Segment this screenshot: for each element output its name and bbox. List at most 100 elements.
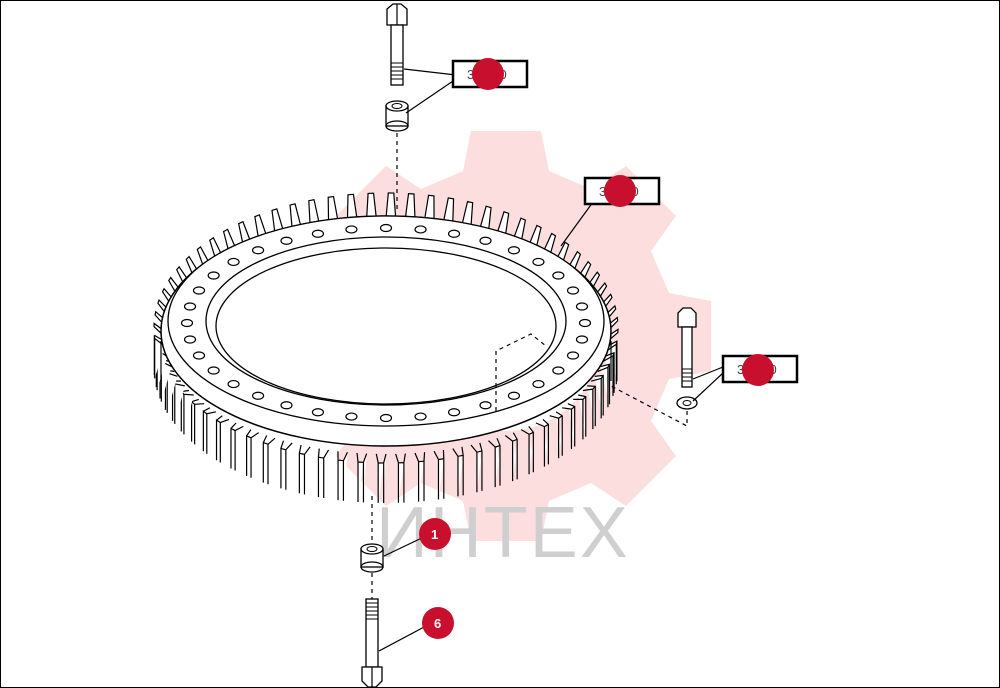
callout-dot-item-1 xyxy=(419,518,451,550)
gear-tooth xyxy=(404,193,416,220)
gear-tooth xyxy=(597,363,611,408)
bolt-hole xyxy=(575,302,589,311)
bottom-spacer xyxy=(360,543,384,573)
bolt-hole xyxy=(379,223,393,233)
bolt-hole xyxy=(280,401,293,410)
gear-tooth xyxy=(308,198,320,226)
gear-tooth xyxy=(549,411,563,459)
bolt-hole xyxy=(251,391,265,400)
bolt-hole xyxy=(479,236,492,245)
bolt-hole xyxy=(566,286,580,295)
bolt-hole xyxy=(192,286,206,295)
bolt-hole xyxy=(578,318,592,328)
gear-tooth xyxy=(504,432,518,482)
gear-tooth xyxy=(385,192,397,219)
bolt-hole xyxy=(507,246,521,255)
right-bolt xyxy=(676,307,698,410)
gear-tooth xyxy=(346,193,358,220)
gear-tooth xyxy=(215,415,230,463)
callout-dot xyxy=(604,175,636,207)
gear-tooth xyxy=(202,407,217,454)
bolt-hole xyxy=(507,391,521,400)
gear-tooth xyxy=(488,437,501,488)
gear-tooth xyxy=(337,451,348,501)
callout-dot-item-6 xyxy=(422,607,454,639)
callout-dot xyxy=(472,58,504,90)
leader-line xyxy=(692,372,724,402)
bolt-hole xyxy=(227,257,240,267)
gear-tooth xyxy=(366,192,377,219)
gear-tooth xyxy=(230,422,244,471)
gear-tooth xyxy=(470,442,483,493)
bolt-hole xyxy=(311,408,325,417)
top-bolt xyxy=(386,3,408,86)
gear-tooth xyxy=(271,208,285,234)
watermark-text: ИНТЕХ xyxy=(376,493,630,573)
gear-tooth xyxy=(375,453,387,503)
right-centerline xyxy=(610,385,688,427)
gear-tooth xyxy=(461,200,474,228)
bottom-bolt xyxy=(361,598,383,687)
gear-tooth xyxy=(535,418,549,467)
gear-tooth xyxy=(190,398,205,445)
gear-tooth xyxy=(573,394,587,440)
bolt-hole xyxy=(227,379,240,389)
bolt-hole xyxy=(207,271,220,280)
gear-tooth xyxy=(590,374,604,419)
bolt-hole xyxy=(532,257,545,267)
bolt-hole xyxy=(345,412,358,421)
bolt-hole xyxy=(532,379,545,389)
callout-dot xyxy=(742,354,774,386)
gear-tooth xyxy=(262,435,276,485)
bolt-hole xyxy=(414,225,427,234)
top-spacer xyxy=(385,100,409,132)
bolt-hole xyxy=(447,408,461,417)
bolt-hole xyxy=(552,366,565,375)
gear-tooth xyxy=(289,203,302,230)
bolt-hole xyxy=(566,351,580,360)
gear-tooth xyxy=(280,440,293,490)
bolt-hole xyxy=(192,351,206,360)
leader-line xyxy=(378,625,427,652)
gear-tooth xyxy=(562,403,576,450)
gear-tooth xyxy=(317,448,330,499)
gear-tooth xyxy=(246,429,260,478)
item-number-6: 6 xyxy=(434,616,441,631)
gear-tooth xyxy=(395,453,406,503)
bolt-hole xyxy=(207,366,220,375)
bolt-hole xyxy=(311,229,325,238)
gear-tooth xyxy=(496,210,510,237)
item-number-1: 1 xyxy=(431,527,438,542)
bolt-hole xyxy=(180,318,194,328)
bolt-hole xyxy=(345,225,358,234)
bolt-hole xyxy=(379,413,393,423)
bolt-hole xyxy=(251,246,265,255)
gear-tooth xyxy=(414,452,426,502)
bolt-hole xyxy=(552,271,565,280)
gear-tooth xyxy=(452,446,464,497)
gear-tooth xyxy=(479,205,492,232)
gear-tooth xyxy=(582,385,596,430)
gear-tooth xyxy=(254,214,268,240)
slewing-ring-gear xyxy=(153,192,619,503)
bolt-hole xyxy=(447,229,461,238)
gear-tooth xyxy=(423,194,435,221)
gear-tooth xyxy=(327,195,339,223)
gear-tooth xyxy=(356,452,368,503)
bolt-hole xyxy=(183,335,197,344)
bolt-hole xyxy=(479,401,492,410)
gear-tooth xyxy=(433,449,445,500)
bolt-hole xyxy=(414,412,427,421)
gear-tooth xyxy=(298,444,311,495)
gear-tooth xyxy=(520,426,534,475)
leader-line xyxy=(405,78,457,114)
bolt-hole xyxy=(183,302,197,311)
bolt-hole xyxy=(280,236,293,245)
gear-tooth xyxy=(442,197,455,224)
leader-line xyxy=(403,68,457,76)
bolt-hole xyxy=(575,335,589,344)
leader-line xyxy=(383,535,427,557)
leader-line xyxy=(692,366,724,380)
